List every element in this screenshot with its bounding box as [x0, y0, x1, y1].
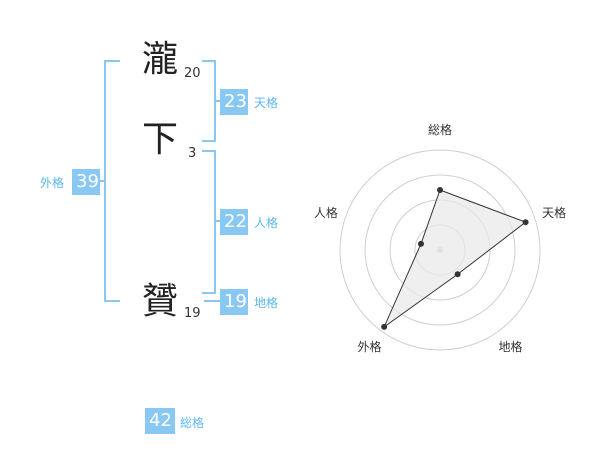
radar-ring	[364, 174, 516, 326]
chikaku-bracket-tick	[204, 300, 222, 302]
gaikaku-label: 外格	[40, 176, 65, 190]
radar-point-4	[381, 323, 388, 330]
tenkaku-value: 23	[220, 89, 248, 115]
gaikaku-value: 39	[72, 169, 100, 195]
radar-point-5	[417, 240, 424, 247]
tenkaku-label: 天格	[254, 96, 279, 110]
name-char-2: 下	[141, 119, 178, 160]
chikaku-value: 19	[220, 289, 248, 315]
soukaku-label: 総格	[180, 416, 205, 430]
chikaku-label: 地格	[254, 296, 279, 310]
name-char-1: 瀧	[141, 39, 178, 80]
radar-point-3	[454, 271, 461, 278]
radar-axis-label-5: 人格	[314, 205, 338, 220]
tenkaku-bracket-tick	[214, 100, 222, 102]
radar-point-1	[437, 187, 443, 193]
jinkaku-bracket-tick	[214, 220, 222, 222]
radar-axis-label-4: 外格	[357, 339, 381, 354]
radar-points	[381, 187, 529, 330]
soukaku-value: 42	[145, 408, 175, 434]
stroke-count-1: 20	[184, 66, 201, 81]
jinkaku-value: 22	[220, 209, 248, 235]
radar-area	[382, 189, 527, 329]
radar-point-2	[522, 219, 529, 226]
gaikaku-bracket	[104, 60, 120, 302]
jinkaku-label: 人格	[254, 216, 279, 230]
radar-axis-label-2: 天格	[542, 205, 566, 220]
name-char-3: 贇	[141, 281, 178, 322]
stroke-count-2: 3	[188, 146, 197, 161]
radar-ring	[339, 149, 541, 351]
radar-axis-label-1: 総格	[428, 122, 452, 137]
stroke-count-3: 19	[184, 306, 201, 321]
radar-axis-label-3: 地格	[499, 339, 523, 354]
jinkaku-bracket	[202, 150, 216, 294]
